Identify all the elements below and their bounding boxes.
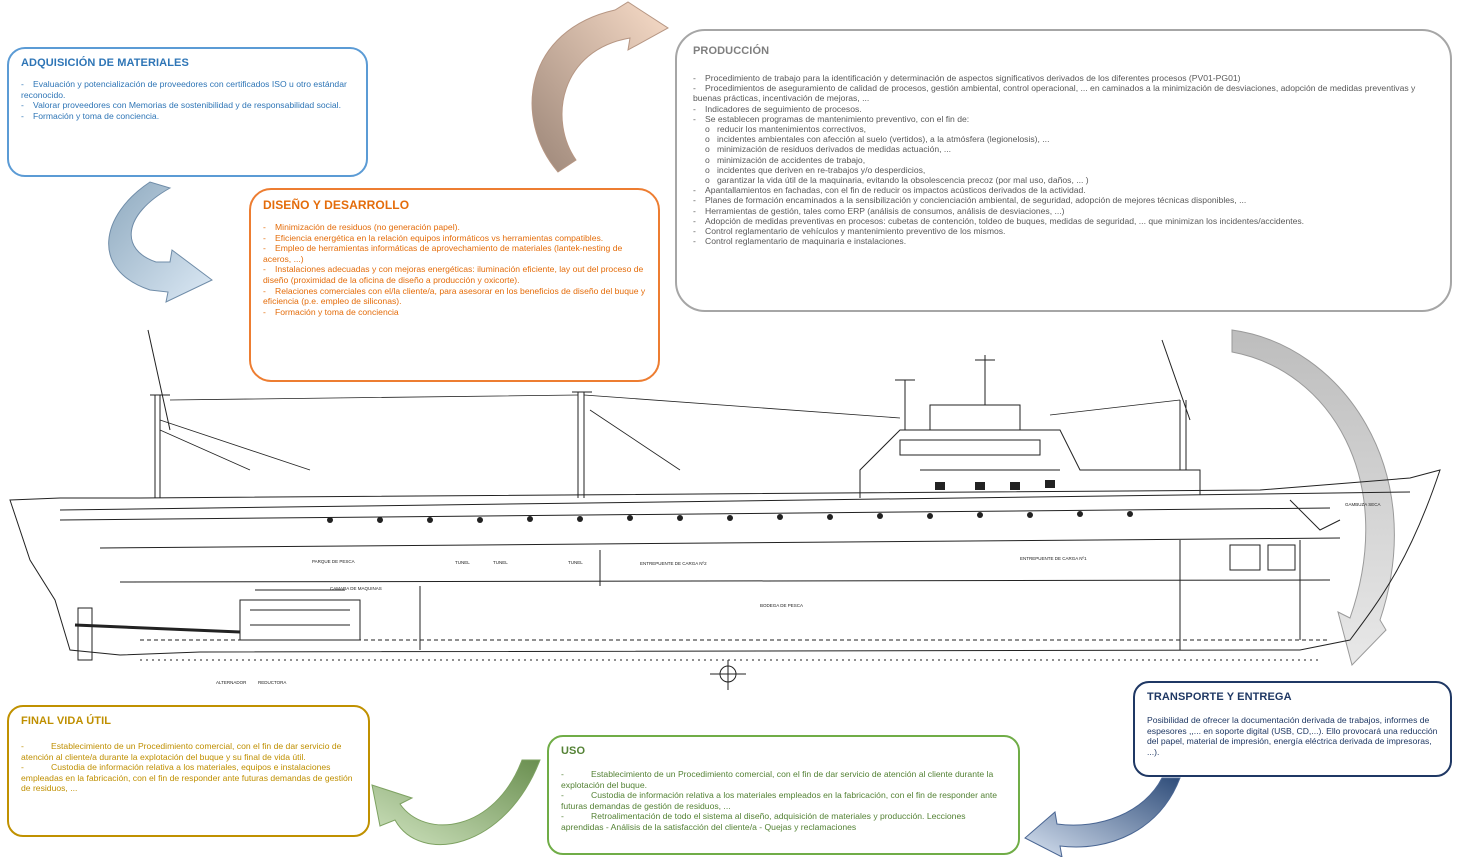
- produccion-item: -Herramientas de gestión, tales como ERP…: [693, 205, 1065, 216]
- transporte-title: TRANSPORTE Y ENTREGA: [1147, 691, 1292, 703]
- produccion-item: -Procedimiento de trabajo para la identi…: [693, 73, 1241, 83]
- ship-profile-drawing: PARQUE DE PESCA TUNEL TUNEL TUNEL ENTREP…: [9, 329, 1441, 690]
- diseno-item: -Empleo de herramientas informáticas de …: [263, 243, 623, 264]
- arrow-transporte-to-uso: [1024, 777, 1181, 857]
- label-bodega: BODEGA DE PESCA: [760, 603, 803, 608]
- diseno-title: DISEÑO Y DESARROLLO: [263, 198, 410, 212]
- hull-outline: [9, 469, 1441, 656]
- box-produccion: PRODUCCIÓN -Procedimiento de trabajo par…: [675, 29, 1452, 312]
- final-item: -Custodia de información relativa a los …: [21, 762, 353, 794]
- label-entrepuente-1: ENTREPUENTE DE CARGA Nº1: [1020, 556, 1087, 561]
- adquisicion-title: ADQUISICIÓN DE MATERIALES: [21, 57, 189, 69]
- adquisicion-item: -Evaluación y potencialización de provee…: [21, 79, 347, 100]
- label-tunel-3: TUNEL: [568, 560, 583, 565]
- produccion-item: -Procedimientos de aseguramiento de cali…: [693, 83, 1416, 104]
- diseno-item: -Minimización de residuos (no generación…: [263, 222, 460, 232]
- adquisicion-item: -Formación y toma de conciencia.: [21, 110, 160, 121]
- arrow-diseno-to-produccion: [531, 1, 669, 173]
- uso-item: -Custodia de información relativa a los …: [561, 790, 998, 811]
- label-entrepuente-2: ENTREPUENTE DE CARGA Nº2: [640, 561, 707, 566]
- produccion-item: -Apantallamientos en fachadas, con el fi…: [693, 185, 1086, 196]
- label-tunel-1: TUNEL: [455, 560, 470, 565]
- box-uso: USO -Establecimiento de un Procedimiento…: [547, 735, 1020, 855]
- label-reductora: REDUCTORA: [258, 680, 286, 685]
- produccion-item: -Adopción de medidas preventivas en proc…: [693, 215, 1305, 226]
- produccion-item: -Indicadores de seguimiento de procesos.: [693, 103, 862, 114]
- arrow-produccion-to-transporte: [1231, 329, 1395, 666]
- produccion-item: -Se establecen programas de mantenimient…: [693, 113, 970, 124]
- box-adquisicion-materiales: ADQUISICIÓN DE MATERIALES -Evaluación y …: [7, 47, 368, 177]
- label-alternador: ALTERNADOR: [216, 680, 247, 685]
- uso-title: USO: [561, 745, 586, 757]
- final-title: FINAL VIDA ÚTIL: [21, 715, 112, 727]
- diseno-item: -Instalaciones adecuadas y con mejoras e…: [263, 264, 644, 285]
- box-transporte-entrega: TRANSPORTE Y ENTREGA Posibilidad de ofre…: [1133, 681, 1452, 777]
- diseno-item: -Formación y toma de conciencia: [263, 306, 399, 317]
- transporte-text: Posibilidad de ofrecer la documentación …: [1147, 715, 1438, 757]
- deckhouse: [859, 429, 1201, 498]
- adquisicion-item: -Valorar proveedores con Memorias de sos…: [21, 100, 341, 111]
- label-parque: PARQUE DE PESCA: [312, 559, 355, 564]
- produccion-item: -Control reglamentario de vehículos y ma…: [693, 226, 1006, 237]
- produccion-list: -Procedimiento de trabajo para la identi…: [693, 73, 1434, 246]
- diseno-item: -Eficiencia energética en la relación eq…: [263, 232, 604, 243]
- mid-mast: [572, 391, 592, 498]
- final-item: -Establecimiento de un Procedimiento com…: [21, 741, 342, 762]
- produccion-item: -Control reglamentario de maquinaria e i…: [693, 236, 907, 247]
- arrow-adq-to-diseno: [108, 181, 213, 303]
- uso-item: -Establecimiento de un Procedimiento com…: [561, 769, 994, 790]
- box-diseno-desarrollo: DISEÑO Y DESARROLLO -Minimización de res…: [249, 188, 660, 382]
- fore-mast: [1161, 339, 1191, 470]
- box-final-vida-util: FINAL VIDA ÚTIL -Establecimiento de un P…: [7, 705, 370, 837]
- diseno-item: -Relaciones comerciales con el/la client…: [263, 285, 646, 307]
- label-tunel-2: TUNEL: [493, 560, 508, 565]
- label-gambuza: GAMBUZA SECA: [1345, 502, 1381, 507]
- produccion-item: -Planes de formación encaminados a la se…: [693, 195, 1247, 206]
- label-camara: CAMARA DE MAQUINAS: [330, 586, 382, 591]
- uso-item: -Retroalimentación de todo el sistema al…: [561, 811, 966, 832]
- produccion-title: PRODUCCIÓN: [693, 45, 770, 57]
- aft-mast: [147, 329, 171, 498]
- engine-block: [239, 589, 361, 641]
- arrow-uso-to-final: [371, 759, 541, 846]
